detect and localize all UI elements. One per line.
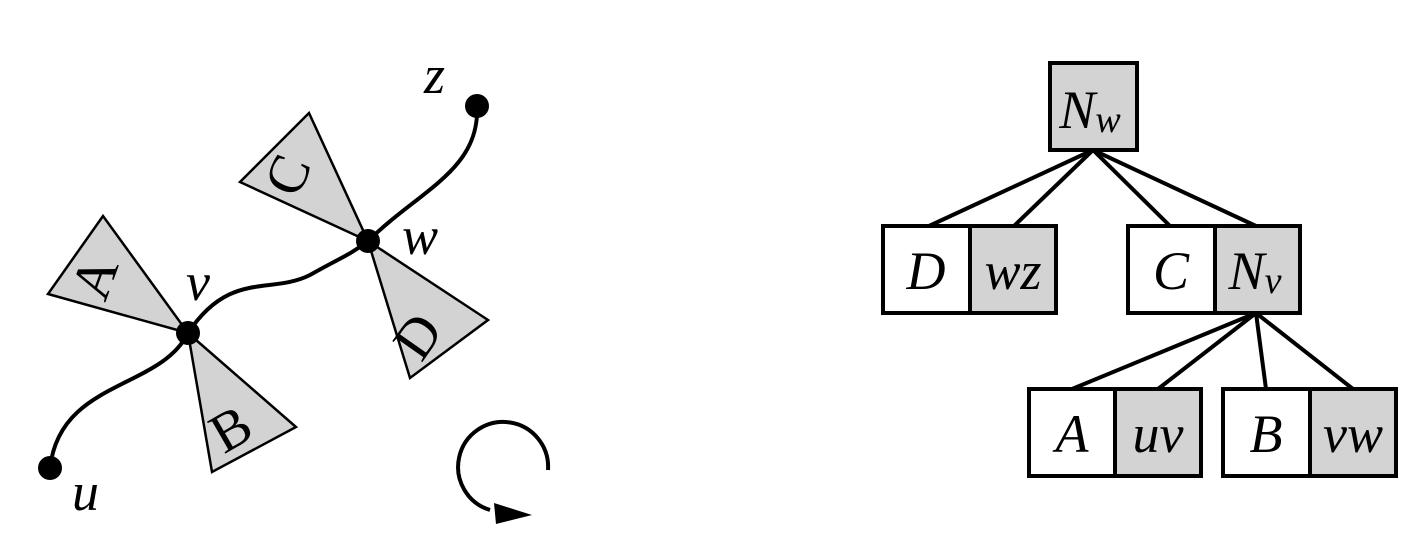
tree-edges: [928, 148, 1355, 391]
edge-u-v: [48, 332, 190, 469]
vertex-v-label: v: [186, 252, 210, 312]
vertex-v: [176, 321, 200, 345]
edge-w-z: [366, 105, 480, 243]
vertex-z: [465, 94, 489, 118]
vertex-u-label: u: [72, 462, 99, 522]
vertex-z-label: z: [423, 45, 445, 105]
tree-root-main-label: N: [1058, 80, 1098, 140]
subtree-a-triangle: [45, 213, 192, 336]
tree-node-c-label: C: [1153, 241, 1190, 301]
tree-node-c-nv: C Nv: [1126, 224, 1302, 315]
clockwise-arrow-icon: [456, 420, 551, 524]
tree-node-vw-label: vw: [1323, 404, 1383, 464]
tree-node-b-vw: B vw: [1221, 387, 1398, 478]
tree-node-wz-label: wz: [984, 241, 1041, 301]
tree-node-b-label: B: [1250, 404, 1283, 464]
graph-panel: A B C D u v w z: [38, 45, 551, 524]
subtree-d-triangle: [365, 238, 491, 381]
svg-text:Nv: Nv: [1228, 241, 1282, 302]
subtree-b-triangle: [186, 329, 299, 474]
tree-root-sub-label: w: [1095, 99, 1121, 141]
edge-v-w: [186, 239, 370, 335]
tree-node-d-label: D: [906, 241, 946, 301]
tree-node-uv-label: uv: [1133, 404, 1184, 464]
tree-node-d-wz: D wz: [881, 224, 1058, 315]
tree-node-nv-main-label: N: [1228, 241, 1268, 301]
svg-text:Nw: Nw: [1058, 80, 1121, 141]
tree-panel: Nw D wz C Nv A uv: [881, 61, 1398, 478]
vertex-w: [356, 229, 380, 253]
vertex-w-label: w: [402, 206, 438, 266]
tree-node-a-uv: A uv: [1027, 387, 1203, 478]
tree-node-nv-sub-label: v: [1265, 260, 1282, 302]
subtree-c-triangle: [237, 110, 371, 244]
tree-root-node: Nw: [1048, 61, 1139, 152]
vertex-u: [38, 456, 62, 480]
tree-node-a-label: A: [1053, 404, 1090, 464]
